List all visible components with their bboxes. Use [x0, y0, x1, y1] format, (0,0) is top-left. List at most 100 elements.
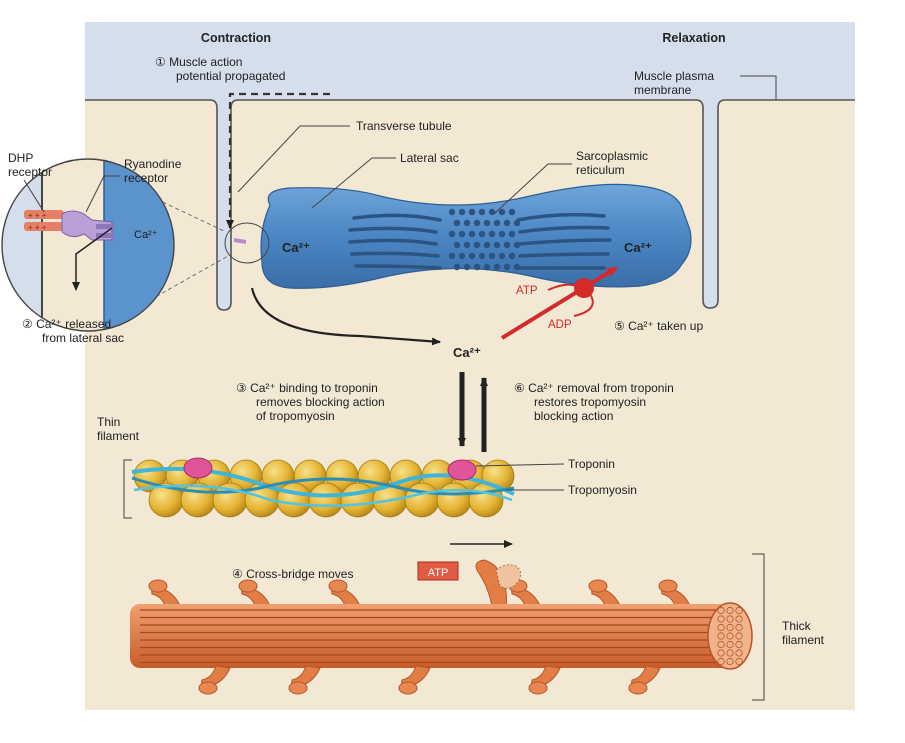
- sr-pores: [448, 208, 521, 271]
- sr-pore: [493, 219, 501, 227]
- thick-filament-end: [707, 602, 753, 670]
- myosin-strand-end: [735, 649, 743, 657]
- actin-bead: [276, 482, 312, 518]
- myosin-head-globe: [238, 579, 258, 593]
- membrane-label-line1: Muscle plasma: [634, 69, 714, 83]
- dhp-label-line1: DHP: [8, 151, 33, 165]
- sr-pore: [498, 252, 506, 260]
- ca-right-label: Ca²⁺: [624, 240, 652, 255]
- dhp-receptor-shape: + + + + + +: [24, 210, 64, 232]
- sr-pore: [453, 219, 461, 227]
- sr-pore: [498, 208, 506, 216]
- membrane-leader: [740, 75, 777, 100]
- step2-label-line1: ② Ca²⁺ released: [22, 317, 111, 331]
- calcium-pump: [574, 278, 594, 298]
- myosin-head-globe: [328, 579, 348, 593]
- myosin-strand-end: [726, 632, 734, 640]
- myosin-head-globe: [198, 681, 218, 695]
- step5-label: ⑤ Ca²⁺ taken up: [614, 319, 703, 333]
- myosin-strand-end: [726, 615, 734, 623]
- sr-pore: [508, 230, 516, 238]
- step6-label-line1: ⑥ Ca²⁺ removal from troponin: [514, 381, 674, 395]
- membrane-label-line2: membrane: [634, 83, 692, 97]
- thick-filament-label-line1: Thick: [782, 619, 812, 633]
- lateral-sac-label: Lateral sac: [400, 151, 459, 165]
- cross-bridge-ghost: [495, 564, 521, 589]
- sr-pore: [478, 252, 486, 260]
- myosin-strand-end: [717, 623, 725, 632]
- inset-calcium-arrow: [72, 227, 113, 291]
- sr-pore: [463, 219, 471, 227]
- sr-pore: [473, 263, 481, 271]
- sr-leader: [493, 163, 572, 215]
- sr-pore: [478, 208, 486, 216]
- myosin-strand-end: [717, 632, 725, 640]
- sr-pore: [493, 263, 501, 271]
- tropomyosin-strand-3: [133, 484, 513, 507]
- junction-receptor-mark: [234, 238, 246, 244]
- sr-pore: [483, 241, 491, 249]
- sr-pore: [468, 208, 476, 216]
- tropomyosin-label: Tropomyosin: [568, 483, 637, 497]
- thin-filament-label-line1: Thin: [97, 415, 120, 429]
- action-potential-arrow: [226, 92, 330, 229]
- sr-pore: [458, 252, 466, 260]
- sr-pore: [463, 263, 471, 271]
- troponin-label: Troponin: [568, 457, 615, 471]
- thin-filament-label-line2: filament: [97, 429, 140, 443]
- tropomyosin-strand-2: [131, 476, 515, 496]
- troponin-right: [447, 459, 477, 481]
- myosin-head-globe: [528, 681, 548, 695]
- actin-bead: [404, 482, 440, 518]
- svg-text:+ + +: + + +: [28, 223, 47, 232]
- sr-pore: [483, 263, 491, 271]
- ca-left-label: Ca²⁺: [282, 240, 310, 255]
- dhp-leader: [23, 179, 45, 213]
- adp-output-curve: [573, 293, 594, 317]
- sr-pore: [468, 252, 476, 260]
- atp-box-label: ATP: [428, 567, 449, 579]
- cytoplasm-background: [85, 22, 855, 710]
- myosin-strand-end: [735, 623, 743, 632]
- myosin-strand-end: [717, 640, 725, 649]
- lateral-sac-leader: [311, 157, 396, 209]
- thick-filament-end-pattern: [717, 606, 743, 666]
- ryanodine-label-line2: receptor: [124, 171, 168, 185]
- muscle-plasma-membrane: [85, 99, 855, 311]
- calcium-release-arrow: [250, 287, 441, 346]
- myosin-head-globe: [148, 579, 168, 593]
- zoom-line-bottom: [149, 255, 229, 301]
- sr-pore: [513, 219, 521, 227]
- ryanodine-leader: [85, 175, 120, 213]
- myosin-strand-end: [735, 615, 743, 623]
- sr-pore: [513, 263, 521, 271]
- step1-label-line1: ① Muscle action: [155, 55, 242, 69]
- step6-label-line2: restores tropomyosin: [534, 395, 646, 409]
- sr-pore: [503, 219, 511, 227]
- sr-pore: [503, 263, 511, 271]
- myosin-strand-end: [717, 657, 725, 666]
- myosin-strand-end: [735, 640, 743, 649]
- relaxation-header: Relaxation: [662, 31, 725, 45]
- inset-ca-label: Ca²⁺: [134, 229, 158, 241]
- atp-box: [417, 561, 459, 581]
- troponin-left: [183, 457, 213, 479]
- myosin-head-globe: [628, 681, 648, 695]
- sr-pore: [508, 252, 516, 260]
- troponin-leader: [475, 463, 565, 467]
- step3-label-line3: of tropomyosin: [256, 409, 335, 423]
- sr-pore: [483, 219, 491, 227]
- sr-pore: [488, 230, 496, 238]
- actin-bead: [308, 482, 344, 518]
- sr-pore: [478, 230, 486, 238]
- thick-filament-strands: [140, 609, 722, 664]
- ryanodine-receptor-shape: [61, 210, 113, 241]
- triad-junction-circle: [224, 222, 270, 264]
- step6-label-line3: blocking action: [534, 409, 613, 423]
- sr-pore: [453, 241, 461, 249]
- transverse-tubule-label: Transverse tubule: [356, 119, 452, 133]
- calcium-uptake-arrow: [500, 266, 618, 340]
- myosin-head-globe: [288, 681, 308, 695]
- sr-label-line2: reticulum: [576, 163, 625, 177]
